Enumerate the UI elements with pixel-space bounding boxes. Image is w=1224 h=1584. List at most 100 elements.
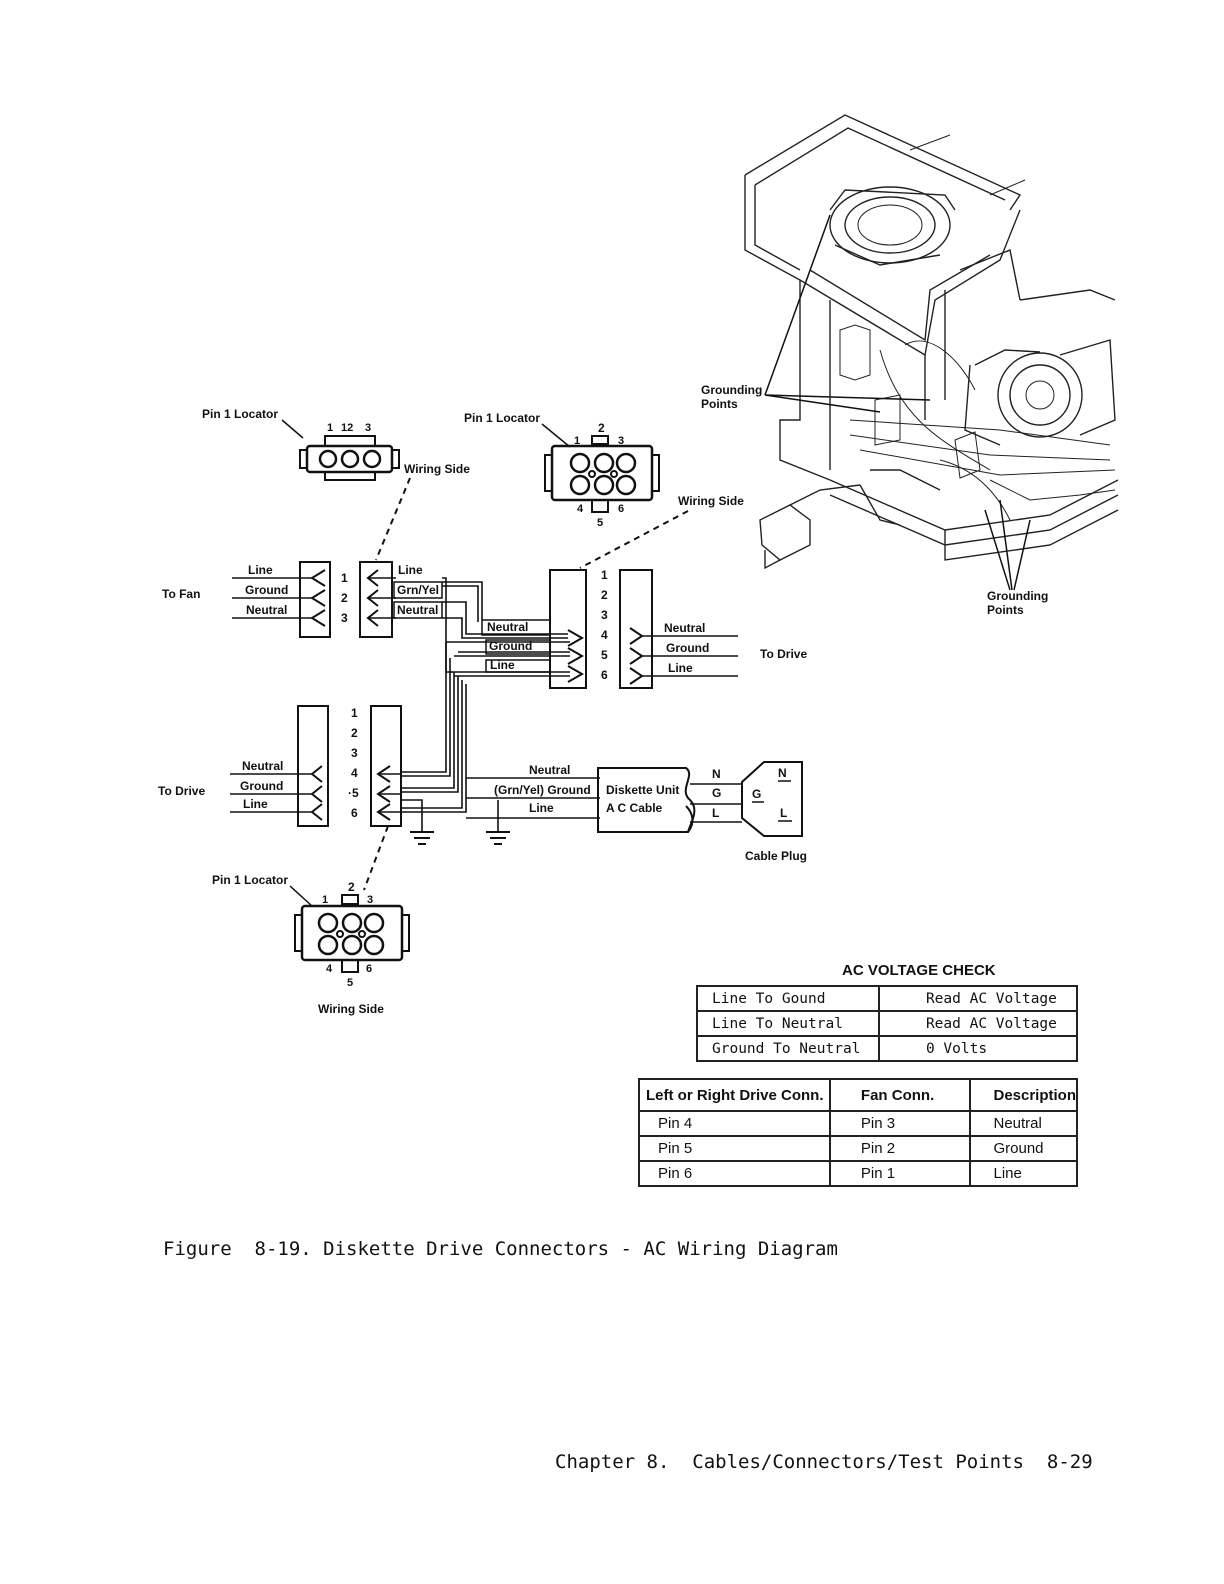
ac-check-cell: Read AC Voltage (877, 985, 1079, 1012)
drive-bottom-conn-pin-1: 1 (322, 894, 328, 906)
fan-conn-pin-1: 1 (327, 422, 333, 434)
drive-bottom-conn-pin-6: 6 (366, 963, 372, 975)
drive-connector-top-wiring-side: Pin 1 Locator 2 1 3 4 6 5 Wiring Side (464, 411, 744, 569)
ac-line-label: Line (529, 801, 554, 815)
ac-wiring-diagram: Grounding Points Grounding Points Pin 1 … (158, 114, 1119, 1016)
grounding-points-top-line1: Grounding (701, 383, 762, 397)
upper-to-drive-line-label: Line (668, 661, 693, 675)
ac-voltage-check-title: AC VOLTAGE CHECK (842, 962, 996, 979)
cable-n-label: N (712, 767, 721, 781)
table-row: Line To Neutral Read AC Voltage (696, 1010, 1079, 1037)
fan-connector-wiring-side: Pin 1 Locator 1 12 3 Wiring Side (202, 407, 470, 561)
grounding-points-top-line2: Points (701, 397, 738, 411)
to-fan-wiring: To Fan Line Ground Neutral 1 2 3 Line Gr… (162, 561, 443, 638)
figure-caption: Figure 8-19. Diskette Drive Connectors -… (163, 1238, 838, 1260)
lower-drive-pin-1: 1 (351, 706, 358, 720)
lower-drive-pin-3: 3 (351, 746, 358, 760)
fan-pin-1: 1 (341, 571, 348, 585)
drive-bottom-conn-pin-2: 2 (348, 880, 355, 894)
fan-wire-grnyel-label: Grn/Yel (397, 583, 439, 597)
table-row: Ground To Neutral 0 Volts (696, 1035, 1079, 1062)
table-row: Pin 5 Pin 2 Ground (638, 1135, 1078, 1162)
ac-cable-and-plug: Neutral (Grn/Yel) Ground Line Diskette U… (466, 761, 807, 863)
table-row: Pin 6 Pin 1 Line (638, 1160, 1078, 1187)
upper-drive-pin-5: 5 (601, 648, 608, 662)
upper-drive-pin-3: 3 (601, 608, 608, 622)
upper-drive-pin-2: 2 (601, 588, 608, 602)
grounding-points-bottom-line1: Grounding (987, 589, 1048, 603)
drive-top-conn-pin-4: 4 (577, 503, 584, 515)
table-cell: Neutral (969, 1110, 1078, 1137)
table-header-cell: Description (969, 1078, 1078, 1112)
lower-drive-pin-4: 4 (351, 766, 358, 780)
upper-drive-connector: 1 2 3 4 5 6 Neutral Ground Line To Drive (549, 568, 807, 689)
table-cell: Line (969, 1160, 1078, 1187)
fan-wire-neutral-label: Neutral (397, 603, 438, 617)
to-fan-label: To Fan (162, 587, 200, 601)
table-cell: Ground (969, 1135, 1078, 1162)
drive-bottom-conn-pin-5: 5 (347, 977, 353, 989)
upper-drive-pin-4: 4 (601, 628, 608, 642)
table-cell: Pin 3 (828, 1110, 972, 1137)
fan-pin1-locator-label: Pin 1 Locator (202, 407, 278, 421)
ac-neutral-label: Neutral (529, 763, 570, 777)
plug-l-label: L (780, 806, 787, 820)
upper-drive-pin-1: 1 (601, 568, 608, 582)
upper-to-drive-label: To Drive (760, 647, 807, 661)
diskette-cable-label-line1: Diskette Unit (606, 783, 679, 797)
ac-check-cell: Line To Gound (696, 985, 880, 1012)
pin-mapping-table: Left or Right Drive Conn. Fan Conn. Desc… (638, 1078, 1078, 1187)
drive-top-conn-pin-6: 6 (618, 503, 624, 515)
table-cell: Pin 2 (828, 1135, 972, 1162)
to-fan-neutral-label: Neutral (246, 603, 287, 617)
harness-ground-label: Ground (489, 639, 532, 653)
drive-top-conn-pin-2: 2 (598, 421, 605, 435)
cable-l-label: L (712, 806, 719, 820)
diskette-cable-label-line2: A C Cable (606, 801, 663, 815)
drive-top-pin1-locator-label: Pin 1 Locator (464, 411, 540, 425)
lower-to-drive-label: To Drive (158, 784, 205, 798)
harness-line-label: Line (490, 658, 515, 672)
ac-check-cell: Line To Neutral (696, 1010, 880, 1037)
ac-check-cell: 0 Volts (877, 1035, 1079, 1062)
grounding-points-bottom-line2: Points (987, 603, 1024, 617)
table-row: Pin 4 Pin 3 Neutral (638, 1110, 1078, 1137)
cable-g-label: G (712, 786, 721, 800)
lower-drive-pin-5: ·5 (348, 786, 359, 800)
table-header-cell: Left or Right Drive Conn. (638, 1078, 831, 1112)
fan-conn-pin-12: 12 (341, 422, 353, 434)
fan-conn-pin-3: 3 (365, 422, 371, 434)
lower-drive-pin-2: 2 (351, 726, 358, 740)
drive-top-conn-pin-1: 1 (574, 435, 580, 447)
plug-n-label: N (778, 766, 787, 780)
drive-top-wiring-side-label: Wiring Side (678, 494, 744, 508)
table-cell: Pin 6 (638, 1160, 831, 1187)
drive-bottom-wiring-side-label: Wiring Side (318, 1002, 384, 1016)
lower-drive-connector: To Drive Neutral Ground Line 1 2 3 4 ·5 … (158, 705, 510, 891)
lower-to-drive-neutral-label: Neutral (242, 759, 283, 773)
harness-neutral-label: Neutral (487, 620, 528, 634)
drive-connector-bottom-wiring-side: Pin 1 Locator 2 1 3 4 6 5 Wiring Side (212, 873, 410, 1016)
upper-to-drive-neutral-label: Neutral (664, 621, 705, 635)
drive-bottom-pin1-locator-label: Pin 1 Locator (212, 873, 288, 887)
drive-top-conn-pin-5: 5 (597, 517, 603, 529)
ac-check-cell: Ground To Neutral (696, 1035, 880, 1062)
plug-g-label: G (752, 787, 761, 801)
ac-voltage-check-table: Line To Gound Read AC Voltage Line To Ne… (696, 985, 1079, 1062)
table-cell: Pin 5 (638, 1135, 831, 1162)
to-fan-line-label: Line (248, 563, 273, 577)
table-header-cell: Fan Conn. (828, 1078, 972, 1112)
to-fan-ground-label: Ground (245, 583, 288, 597)
cable-plug-label: Cable Plug (745, 849, 807, 863)
table-cell: Pin 4 (638, 1110, 831, 1137)
drive-top-conn-pin-3: 3 (618, 435, 624, 447)
drive-bottom-conn-pin-4: 4 (326, 963, 333, 975)
fan-pin-2: 2 (341, 591, 348, 605)
ac-check-cell: Read AC Voltage (877, 1010, 1079, 1037)
lower-drive-pin-6: 6 (351, 806, 358, 820)
lower-to-drive-line-label: Line (243, 797, 268, 811)
fan-wiring-side-label: Wiring Side (404, 462, 470, 476)
fan-wire-line-label: Line (398, 563, 423, 577)
upper-to-drive-ground-label: Ground (666, 641, 709, 655)
